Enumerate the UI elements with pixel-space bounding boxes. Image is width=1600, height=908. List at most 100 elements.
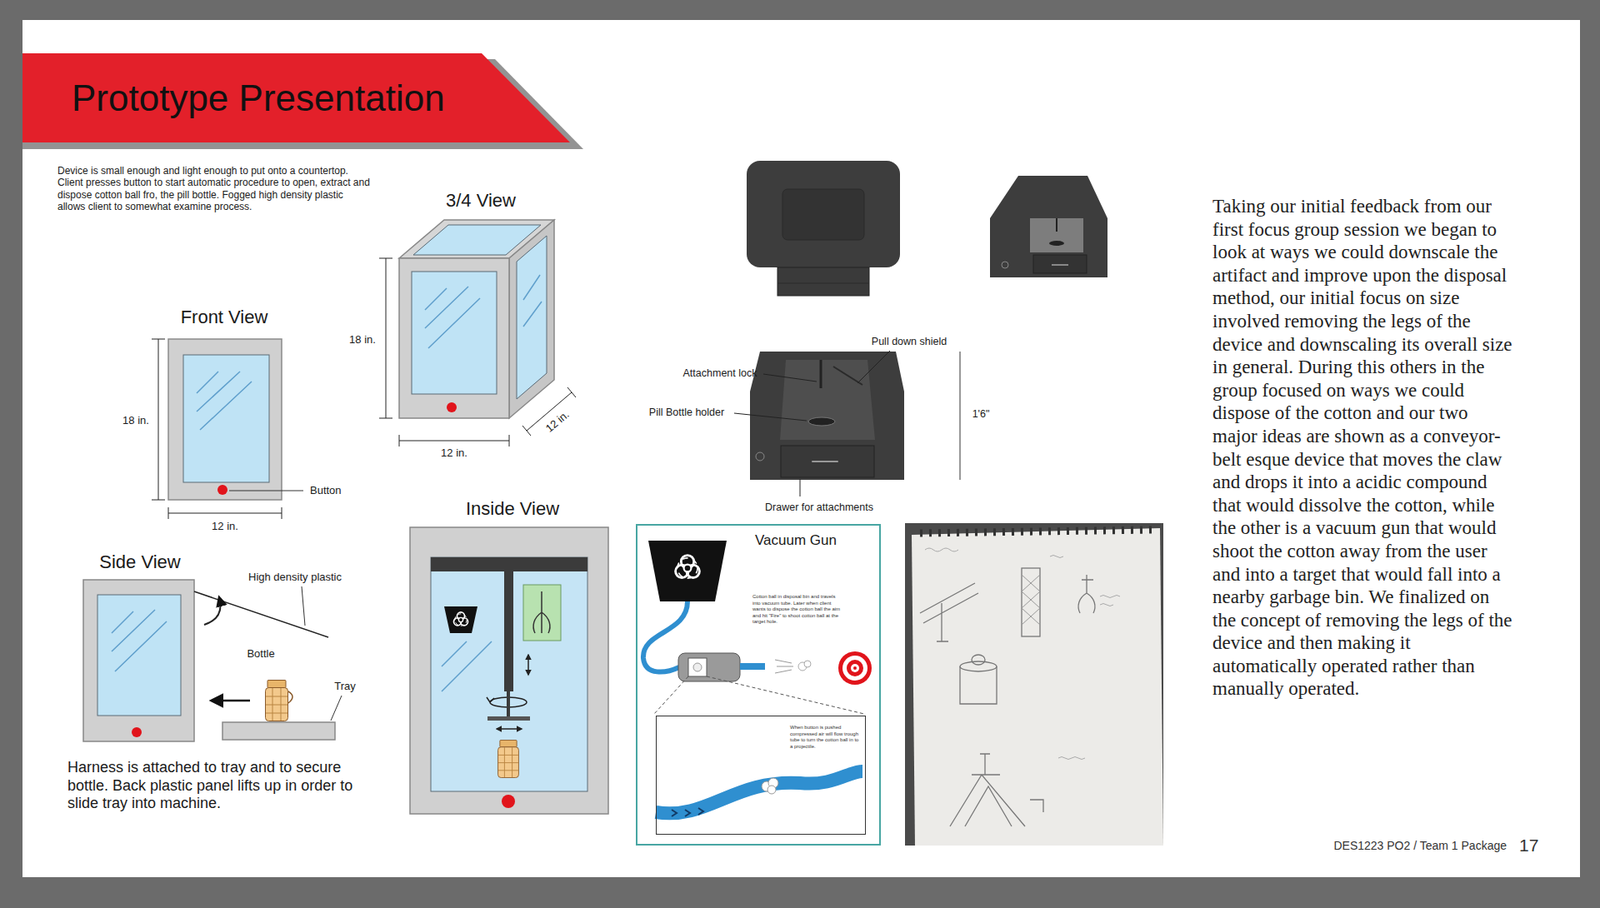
panel-heading: Vacuum Gun xyxy=(755,532,837,550)
device-annotated-render xyxy=(780,360,875,440)
vacuum-gun-drawing xyxy=(838,651,872,685)
title-banner xyxy=(22,53,584,150)
inside-view-drawing xyxy=(430,557,588,792)
vacuum-gun-drawing xyxy=(850,664,860,673)
inside-view-drawing xyxy=(504,571,514,692)
side-view-drawing xyxy=(83,580,195,742)
device-annotated-render xyxy=(812,460,838,463)
description-note: Device is small enough and light enough … xyxy=(57,165,370,214)
dimension: 12 in. xyxy=(543,408,572,435)
inside-view-drawing xyxy=(496,728,522,730)
sketch-photo xyxy=(1078,575,1095,614)
slide-title: Prototype Presentation xyxy=(71,76,445,121)
vacuum-gun-drawing xyxy=(654,676,865,715)
vacuum-gun-drawing xyxy=(846,660,864,677)
vacuum-gun-panel: Vacuum GunCotton ball in disposal bin an… xyxy=(635,524,881,846)
side-view-drawing xyxy=(83,580,342,742)
footer-note: DES1223 PO2 / Team 1 Package xyxy=(1333,839,1507,854)
vacuum-gun-drawing xyxy=(643,540,872,817)
inside-view-drawing xyxy=(506,691,510,717)
dimension: 1'6" xyxy=(972,408,990,421)
three-quarter-view-drawing xyxy=(509,220,555,419)
side-view-drawing xyxy=(204,597,221,625)
description-note: Harness is attached to tray and to secur… xyxy=(67,759,380,814)
inside-view-drawing xyxy=(410,527,609,815)
page-number: 17 xyxy=(1519,835,1539,856)
front-view-drawing xyxy=(196,371,252,430)
device-annotated-render xyxy=(734,350,960,497)
inside-view-drawing xyxy=(501,795,515,809)
device-angle-render xyxy=(990,175,1108,278)
inside-view-drawing xyxy=(498,740,520,778)
dimension: 18 in. xyxy=(122,414,150,428)
three-quarter-view-drawing xyxy=(516,235,547,400)
part-name: Pill Bottle holder xyxy=(649,406,725,420)
device-angle-render xyxy=(1033,255,1087,274)
note-text: When button is pushed compressed air wil… xyxy=(790,725,862,750)
vacuum-gun-drawing xyxy=(804,660,811,668)
side-view-drawing xyxy=(194,591,329,638)
side-view-drawing xyxy=(97,595,181,716)
device-front-render xyxy=(746,160,900,296)
three-quarter-view-drawing xyxy=(379,220,576,447)
part-name: Bottle xyxy=(246,647,275,661)
inside-view-drawing xyxy=(444,606,478,634)
part-name: Tray xyxy=(334,680,356,694)
three-quarter-view-drawing xyxy=(379,258,393,419)
sketch-photo xyxy=(905,523,1164,846)
device-annotated-render xyxy=(960,351,961,480)
part-name: Pull down shield xyxy=(871,335,947,349)
sketch-photo xyxy=(1021,568,1040,637)
device-annotated-render xyxy=(763,374,817,382)
three-quarter-view-drawing xyxy=(399,435,510,447)
body-paragraph: Taking our initial feedback from our fir… xyxy=(1212,195,1513,701)
part-name: High density plastic xyxy=(248,570,342,585)
side-view-drawing xyxy=(222,722,335,740)
sketch-photo xyxy=(950,754,1044,827)
view-heading: Inside View xyxy=(465,498,560,520)
dimension: 12 in. xyxy=(440,446,468,460)
side-view-drawing xyxy=(111,610,167,672)
device-annotated-render xyxy=(820,360,823,389)
device-front-render xyxy=(777,283,870,285)
device-annotated-render xyxy=(734,413,807,421)
front-view-drawing xyxy=(168,339,282,500)
front-view-drawing xyxy=(217,485,228,495)
three-quarter-view-drawing xyxy=(399,258,510,419)
front-view-drawing xyxy=(168,507,282,520)
view-heading: Side View xyxy=(99,551,180,574)
side-view-drawing xyxy=(330,695,342,721)
part-name: Attachment lock xyxy=(683,367,758,380)
device-angle-render xyxy=(1001,261,1009,269)
inside-view-drawing xyxy=(523,585,561,641)
device-annotated-render xyxy=(808,417,835,426)
vacuum-gun-drawing xyxy=(740,663,765,670)
side-view-drawing xyxy=(131,727,142,738)
note-text: Cotton ball in disposal bin and travels … xyxy=(752,594,843,626)
sketch-photo xyxy=(971,655,985,665)
sketch-photo xyxy=(960,661,997,672)
three-quarter-view-drawing xyxy=(425,275,542,349)
vacuum-gun-drawing xyxy=(842,655,868,681)
device-angle-render xyxy=(1030,218,1084,253)
inside-view-drawing xyxy=(453,612,468,626)
side-view-drawing xyxy=(288,691,293,704)
side-view-drawing xyxy=(211,700,250,703)
device-angle-render xyxy=(1049,240,1065,246)
zoom-detail-box: When button is pushed compressed air wil… xyxy=(655,715,866,835)
vacuum-gun-drawing xyxy=(671,808,704,817)
front-view-drawing xyxy=(151,339,304,520)
sketch-photo xyxy=(925,548,1120,760)
device-annotated-render xyxy=(800,479,801,497)
inside-view-drawing xyxy=(430,557,588,572)
inside-view-drawing xyxy=(410,527,609,815)
device-annotated-render xyxy=(755,452,765,461)
device-angle-render xyxy=(990,175,1108,278)
inside-view-drawing xyxy=(441,641,492,692)
sketch-photo xyxy=(920,583,979,642)
inside-view-drawing xyxy=(527,655,530,675)
sketch-photo xyxy=(920,530,1155,534)
front-view-drawing xyxy=(229,490,304,492)
